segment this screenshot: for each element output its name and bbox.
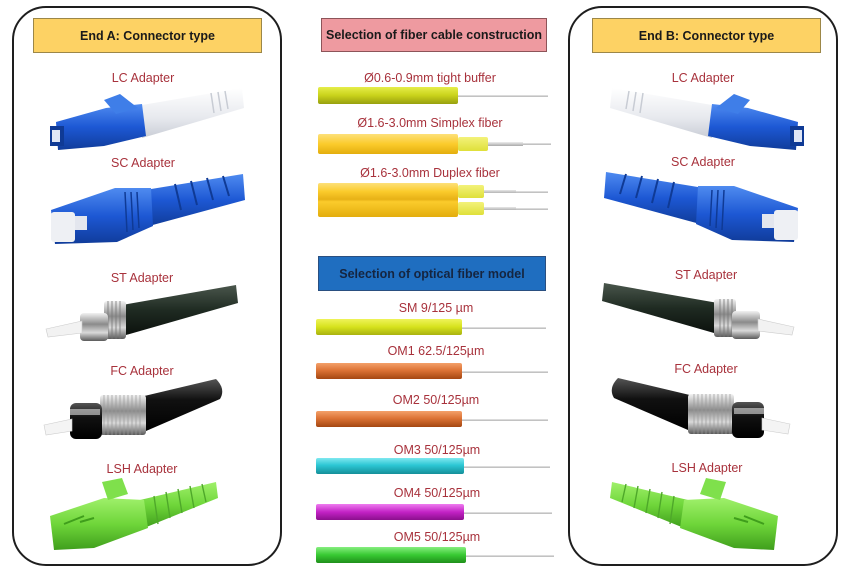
end-b-lc-label: LC Adapter xyxy=(671,71,735,85)
om4-cable xyxy=(316,504,464,520)
simplex-fiber xyxy=(523,143,551,145)
tight-buffer-fiber xyxy=(458,95,548,97)
st-connector-icon xyxy=(45,285,238,341)
end-b-sc-label: SC Adapter xyxy=(671,155,735,169)
om1-label: OM1 62.5/125µm xyxy=(387,344,485,358)
om1-cable xyxy=(316,363,462,379)
end-b-header: End B: Connector type xyxy=(592,18,821,53)
cable-construction-header: Selection of fiber cable construction xyxy=(321,18,547,52)
duplex-coating-2 xyxy=(484,207,516,210)
om2-fiber xyxy=(462,419,548,421)
duplex-coating-1 xyxy=(484,190,516,193)
sm-cable xyxy=(316,319,462,335)
end-b-st-label: ST Adapter xyxy=(674,268,738,282)
end-a-fc-label: FC Adapter xyxy=(110,364,174,378)
simplex-cable xyxy=(318,134,458,154)
lsh-connector-icon xyxy=(50,478,218,550)
end-a-sc-label: SC Adapter xyxy=(111,156,175,170)
duplex-cable xyxy=(318,183,458,217)
om3-label: OM3 50/125µm xyxy=(393,443,481,457)
fc-connector-icon xyxy=(611,378,791,438)
lc-connector-icon xyxy=(610,88,804,150)
om4-fiber xyxy=(464,512,552,514)
sm-fiber xyxy=(462,327,546,329)
om2-cable xyxy=(316,411,462,427)
duplex-inner-buffer-2 xyxy=(458,202,484,215)
duplex-inner-buffer-1 xyxy=(458,185,484,198)
duplex-label: Ø1.6-3.0mm Duplex fiber xyxy=(360,166,500,180)
end-a-lc-label: LC Adapter xyxy=(111,71,175,85)
tight-buffer-cable xyxy=(318,87,458,104)
om1-fiber xyxy=(462,371,548,373)
end-a-header: End A: Connector type xyxy=(33,18,262,53)
simplex-inner-buffer xyxy=(458,137,488,151)
end-b-lsh-label: LSH Adapter xyxy=(671,461,743,475)
sc-connector-icon xyxy=(604,172,798,242)
fc-connector-icon xyxy=(43,379,223,439)
om5-label: OM5 50/125µm xyxy=(393,530,481,544)
om3-fiber xyxy=(464,466,550,468)
sc-connector-icon xyxy=(51,174,245,244)
end-a-st-label: ST Adapter xyxy=(110,271,174,285)
sm-label: SM 9/125 µm xyxy=(398,301,474,315)
lc-connector-icon xyxy=(50,88,244,150)
om4-label: OM4 50/125µm xyxy=(393,486,481,500)
tight-buffer-label: Ø0.6-0.9mm tight buffer xyxy=(364,71,496,85)
om5-fiber xyxy=(466,555,554,557)
duplex-fiber-2 xyxy=(516,208,548,210)
om5-cable xyxy=(316,547,466,563)
duplex-fiber-1 xyxy=(516,191,548,193)
simplex-coating xyxy=(488,142,523,146)
om3-cable xyxy=(316,458,464,474)
om2-label: OM2 50/125µm xyxy=(392,393,480,407)
end-b-fc-label: FC Adapter xyxy=(674,362,738,376)
lsh-connector-icon xyxy=(610,478,778,550)
fiber-model-header: Selection of optical fiber model xyxy=(318,256,546,291)
simplex-label: Ø1.6-3.0mm Simplex fiber xyxy=(357,116,503,130)
st-connector-icon xyxy=(602,283,795,339)
end-a-lsh-label: LSH Adapter xyxy=(106,462,178,476)
